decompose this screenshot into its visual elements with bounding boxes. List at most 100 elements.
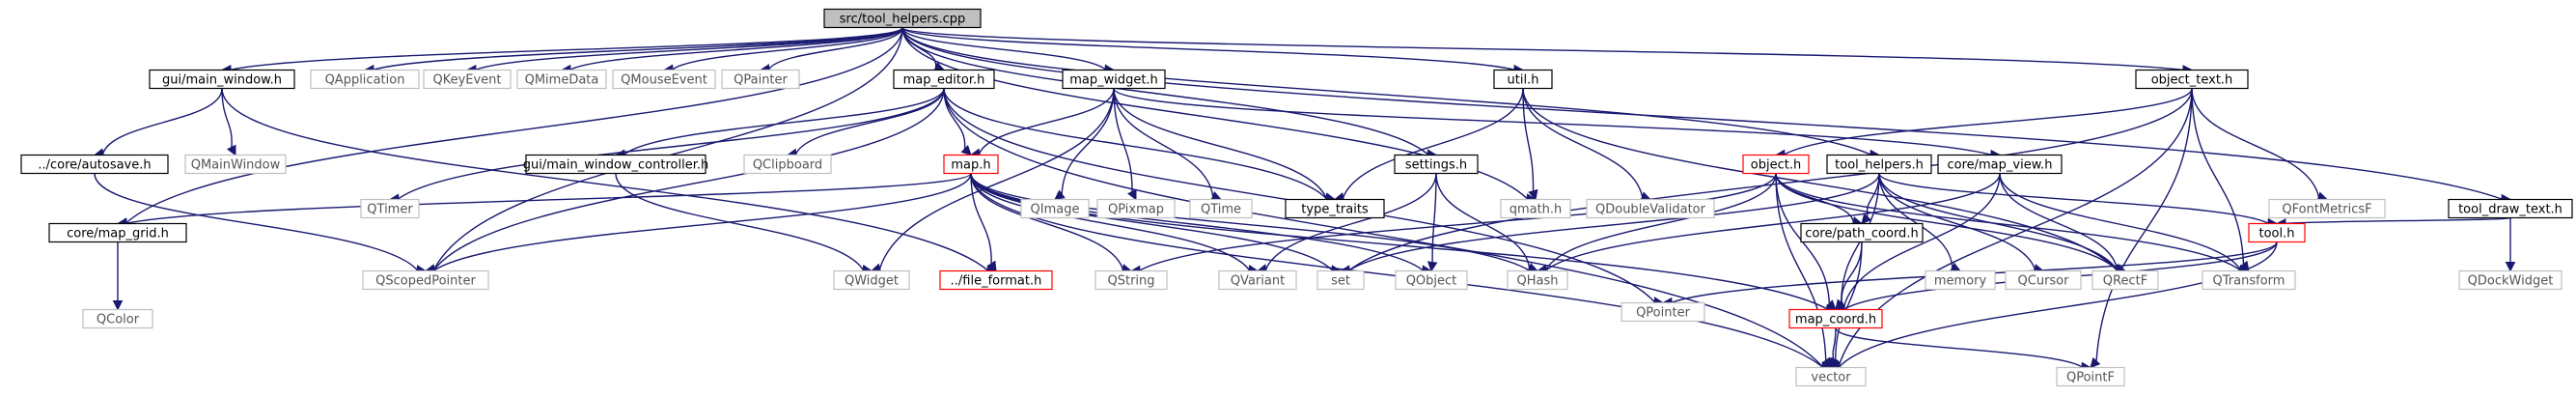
node-label: QMouseEvent <box>621 73 707 88</box>
edge-object_text-to-qpointf <box>2095 88 2193 361</box>
edge-map_widget-to-qwidget <box>878 88 1115 269</box>
edge-map_widget-to-core_map_view <box>1113 88 1992 156</box>
node-box <box>1795 366 1867 387</box>
edge-tool_helpers-to-set <box>1348 173 1880 271</box>
node-box <box>1826 154 1932 175</box>
node-qpixmap: QPixmap <box>1096 198 1176 219</box>
node-qtime: QTime <box>1189 198 1253 219</box>
node-tool-helpers[interactable]: tool_helpers.h <box>1826 154 1932 175</box>
node-map-editor[interactable]: map_editor.h <box>893 69 995 90</box>
node-label: map_widget.h <box>1069 73 1158 88</box>
node-type-traits[interactable]: type_traits <box>1285 198 1385 219</box>
node-qpainter: QPainter <box>721 69 800 90</box>
node-object-text[interactable]: object_text.h <box>2135 69 2249 90</box>
node-qtransform: QTransform <box>2202 269 2296 291</box>
node-box <box>149 69 295 90</box>
node-memory: memory <box>1925 269 1996 291</box>
edge-root-to-qmimedata <box>569 27 903 71</box>
edge-map-to-qscopedpointer <box>433 173 972 271</box>
node-label: set <box>1331 274 1350 289</box>
edge-map_coord-to-vector <box>1832 327 1837 359</box>
node-box <box>310 69 420 90</box>
edge-root-to-main_window <box>230 26 903 71</box>
edge-root-to-qscopedpointer <box>433 27 903 270</box>
edge-util-to-type_traits <box>1343 88 1524 198</box>
node-label: QFontMetricsF <box>2282 203 2371 217</box>
edge-core_map_view-to-qrectf <box>1999 173 2119 269</box>
arrowhead-map-to-file_format <box>986 260 997 272</box>
node-root[interactable]: src/tool_helpers.cpp <box>823 8 982 29</box>
node-map[interactable]: map.h <box>943 154 999 175</box>
node-label: gui/main_window.h <box>162 73 282 88</box>
edge-root-to-object_text <box>901 26 2184 71</box>
node-label: object.h <box>1751 158 1801 173</box>
node-box <box>82 308 153 329</box>
edge-root-to-settings <box>901 27 1428 156</box>
node-map-coord[interactable]: map_coord.h <box>1788 308 1883 329</box>
node-label: QClipboard <box>753 158 822 173</box>
edge-settings-to-qobject <box>1431 173 1437 263</box>
node-label: ../file_format.h <box>951 274 1042 289</box>
node-qmimedata: QMimeData <box>516 69 607 90</box>
node-qrectf: QRectF <box>2091 269 2159 291</box>
node-box <box>833 269 910 291</box>
node-tool-draw-text[interactable]: tool_draw_text.h <box>2448 198 2573 219</box>
node-qstring: QString <box>1094 269 1168 291</box>
node-label: QCursor <box>2018 274 2070 289</box>
node-autosave[interactable]: ../core/autosave.h <box>20 154 169 175</box>
edge-core_map_view-to-qhash <box>1545 173 2001 271</box>
arrowhead-map_editor-to-map <box>960 145 972 156</box>
node-label: object_text.h <box>2151 73 2233 88</box>
edge-util-to-qrectf <box>1522 88 2118 270</box>
edge-root-to-tool_helpers <box>901 27 1871 156</box>
edge-object-to-vector <box>1775 173 1827 361</box>
edge-object-to-path_coord <box>1775 173 1854 222</box>
node-label: QMimeData <box>525 73 599 88</box>
node-box <box>893 69 995 90</box>
node-box <box>2248 222 2306 243</box>
node-qmath: qmath.h <box>1500 198 1571 219</box>
node-path-coord[interactable]: core/path_coord.h <box>1800 222 1924 243</box>
arrowhead-settings-to-qobject <box>1426 261 1438 272</box>
node-box <box>20 154 169 175</box>
node-label: QApplication <box>325 73 405 88</box>
node-label: map_coord.h <box>1795 313 1876 327</box>
node-file-format[interactable]: ../file_format.h <box>939 269 1053 291</box>
edge-object_text-to-set <box>1348 88 2193 271</box>
node-box <box>1586 198 1715 219</box>
node-util[interactable]: util.h <box>1493 69 1553 90</box>
node-label: core/path_coord.h <box>1805 227 1918 241</box>
node-qhash: QHash <box>1507 269 1568 291</box>
node-box <box>1937 154 2063 175</box>
node-box <box>1285 198 1385 219</box>
node-label: QString <box>1107 274 1154 289</box>
edge-map_editor-to-main_window_controller <box>623 88 945 156</box>
node-box <box>360 198 420 219</box>
edge-object-to-qhash <box>1545 173 1777 270</box>
edge-root-to-qapplication <box>373 26 903 71</box>
node-label: QRectF <box>2103 274 2147 289</box>
node-settings[interactable]: settings.h <box>1394 154 1479 175</box>
node-main-window[interactable]: gui/main_window.h <box>149 69 295 90</box>
node-core-map-view[interactable]: core/map_view.h <box>1937 154 2063 175</box>
edge-root-to-map_grid <box>125 27 903 224</box>
edge-tool-to-map_coord <box>1843 241 2278 310</box>
edge-object-to-qrectf <box>1775 173 2118 270</box>
node-main-window-controller[interactable]: gui/main_window_controller.h <box>523 154 708 175</box>
edge-map-to-map_coord <box>970 173 1828 310</box>
node-box <box>2268 198 2386 219</box>
node-label: QObject <box>1406 274 1457 289</box>
node-tool[interactable]: tool.h <box>2248 222 2306 243</box>
edge-tool_draw_text-to-tool <box>2285 216 2511 225</box>
node-object[interactable]: object.h <box>1742 154 1810 175</box>
edge-map_editor-to-qclipboard <box>795 88 945 155</box>
node-map-widget[interactable]: map_widget.h <box>1062 69 1166 90</box>
arrowhead-map_widget-to-qimage <box>1054 189 1066 201</box>
node-qtimer: QTimer <box>360 198 420 219</box>
node-label: QHash <box>1517 274 1559 289</box>
node-box <box>1788 308 1883 329</box>
node-box <box>362 269 489 291</box>
edge-object_text-to-qfontmetricsf <box>2191 88 2320 197</box>
node-map-grid[interactable]: core/map_grid.h <box>48 222 187 243</box>
